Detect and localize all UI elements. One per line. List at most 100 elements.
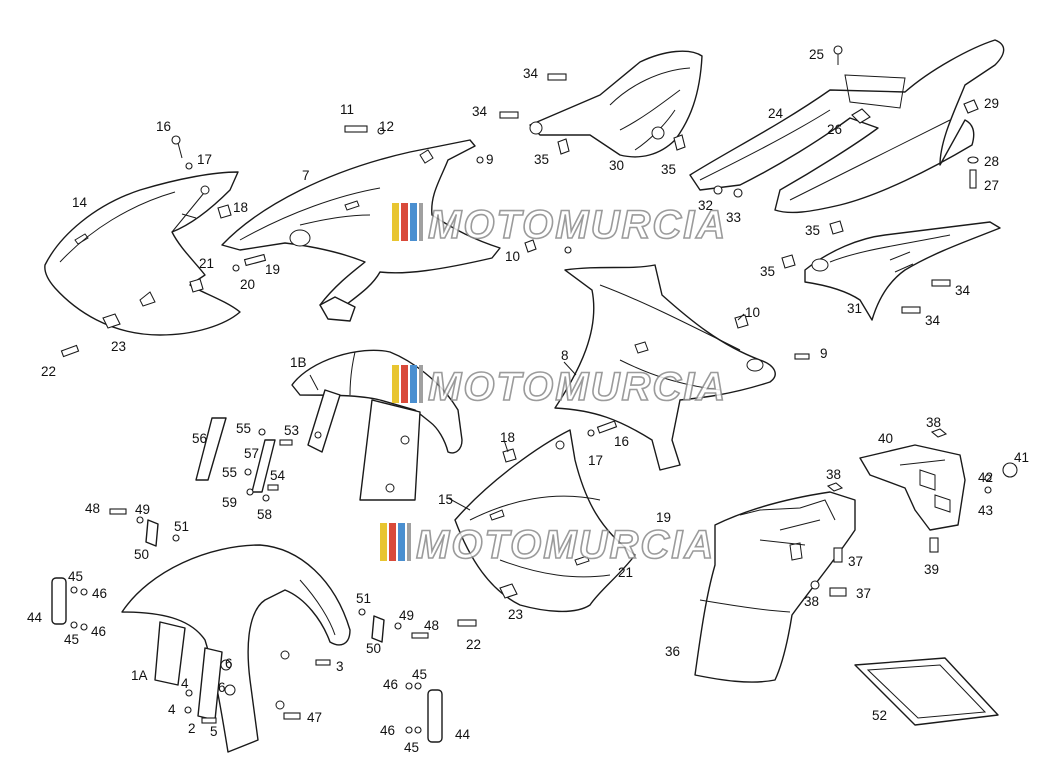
callout-label: 55 [222,465,237,480]
small-parts [51,99,979,743]
callout-label: 54 [270,468,286,483]
callout-label: 48 [85,501,100,516]
callout-label: 23 [111,339,126,354]
callout-label: 23 [508,607,523,622]
callout-label: 36 [665,644,680,659]
callout-label: 16 [156,119,171,134]
callout-label: 5 [210,724,218,739]
callout-label: 45 [64,632,79,647]
callout-label: 52 [872,708,887,723]
watermark-stripe [392,365,399,403]
watermark-top: MOTOMURCIA [392,202,727,248]
callout-label: 10 [505,249,520,264]
callout-label: 41 [1014,450,1029,465]
callout-label: 38 [804,594,819,609]
callout-label: 22 [466,637,481,652]
callout-label: 50 [366,641,381,656]
watermark-stripe [380,523,387,561]
callout-label: 37 [848,554,863,569]
leader-lines [181,213,745,511]
callout-label: 57 [244,446,259,461]
callout-label: 44 [455,727,471,742]
part-36-inner-fender [694,491,856,683]
callout-label: 35 [661,162,676,177]
callout-label: 49 [135,502,150,517]
callout-label: 25 [809,47,824,62]
part-40-plate-bracket [859,444,966,531]
callout-label: 17 [588,453,603,468]
watermark-stripe [419,365,423,403]
watermark-stripe [389,523,396,561]
callout-label: 35 [760,264,775,279]
callout-label: 58 [257,507,272,522]
callout-label: 59 [222,495,237,510]
callout-label: 47 [307,710,322,725]
part-15-lower-panel [454,429,636,613]
callout-label: 31 [847,301,862,316]
callout-label: 51 [174,519,189,534]
callout-label: 21 [199,256,214,271]
callout-label: 44 [27,610,43,625]
watermark-text: MOTOMURCIA [416,523,715,567]
callout-label: 33 [726,210,741,225]
part-8-middle-panel [554,264,776,471]
callout-label: 43 [978,503,993,518]
part-52-decal-sheet [854,657,999,726]
callout-label: 40 [878,431,893,446]
watermark-stripe [392,203,399,241]
callout-label: 3 [336,659,344,674]
callout-label: 35 [805,223,820,238]
part-30-bracket [529,50,703,158]
callout-label: 15 [438,492,453,507]
callout-label: 34 [472,104,488,119]
callout-label: 14 [72,195,88,210]
watermark-text: MOTOMURCIA [428,203,727,247]
callout-labels: 1A 1B 2 3 4 4 5 6 6 7 8 9 9 10 10 11 12 … [27,47,1029,755]
callout-label: 39 [924,562,939,577]
callout-label: 46 [380,723,395,738]
callout-label: 6 [218,680,226,695]
watermark-stripe [410,203,417,241]
callout-label: 51 [356,591,371,606]
callout-label: 46 [92,586,107,601]
callout-label: 12 [379,119,394,134]
callout-label: 9 [486,152,494,167]
part-1A-front-fender [121,544,351,753]
callout-label: 8 [561,348,569,363]
callout-label: 9 [820,346,828,361]
callout-label: 2 [188,721,196,736]
callout-label: 34 [955,283,971,298]
callout-label: 45 [412,667,427,682]
callout-label: 30 [609,158,624,173]
callout-label: 6 [225,656,233,671]
callout-label: 7 [302,168,310,183]
watermark-middle: MOTOMURCIA [392,364,727,410]
watermark-stripe [407,523,411,561]
callout-label: 26 [827,122,842,137]
callout-label: 46 [383,677,398,692]
callout-label: 38 [826,467,841,482]
watermark-text: MOTOMURCIA [428,365,727,409]
callout-label: 21 [618,565,633,580]
callout-label: 4 [181,676,189,691]
callout-label: 45 [68,569,83,584]
watermark-stripe [419,203,423,241]
callout-label: 29 [984,96,999,111]
watermark-stripe [398,523,405,561]
callout-label: 50 [134,547,149,562]
callout-label: 19 [656,510,671,525]
callout-label: 34 [523,66,539,81]
callout-label: 49 [399,608,414,623]
callout-label: 42 [978,470,993,485]
callout-label: 37 [856,586,871,601]
part-7-upper-fairing [221,139,501,322]
callout-label: 56 [192,431,207,446]
part-24-tail-section [689,39,1005,214]
watermark-bottom: MOTOMURCIA [380,522,715,568]
callout-label: 38 [926,415,941,430]
watermark-stripe [410,365,417,403]
callout-label: 46 [91,624,106,639]
callout-label: 11 [340,102,354,117]
